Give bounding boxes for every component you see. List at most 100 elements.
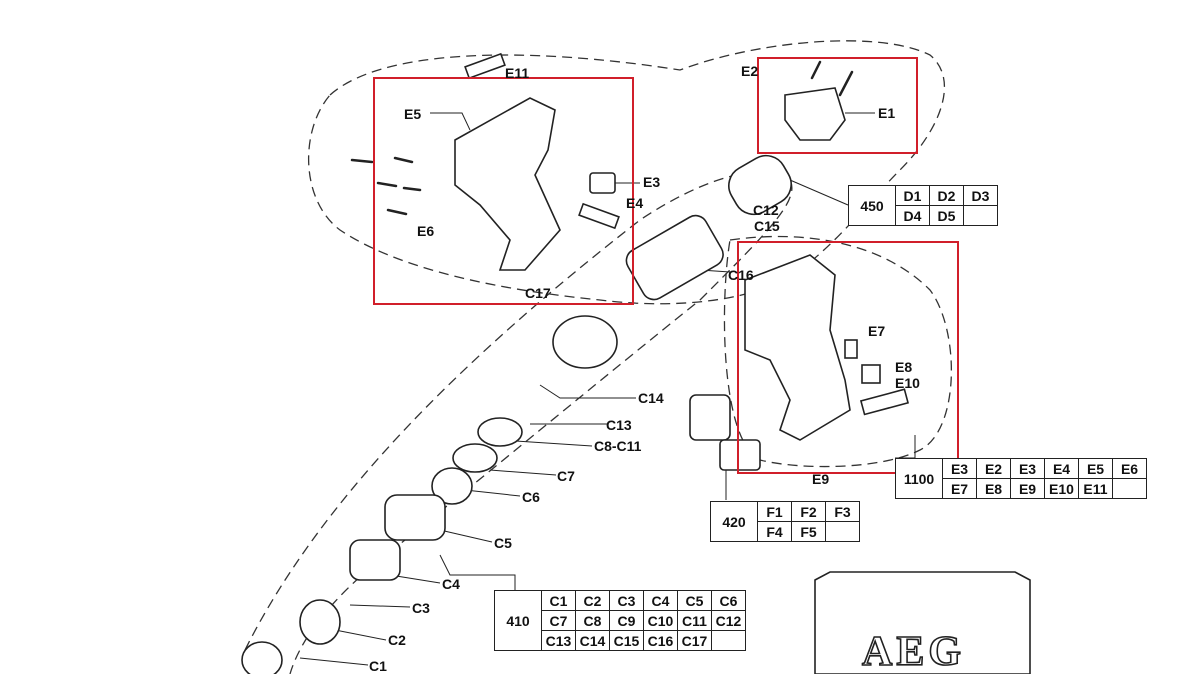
table-number: 420 <box>710 501 758 542</box>
table-cell: E2 <box>976 458 1011 479</box>
table-number: 410 <box>494 590 542 651</box>
screw-part <box>376 181 398 188</box>
motor-part <box>728 154 792 216</box>
label-c3: C3 <box>412 600 430 616</box>
table-cell: F5 <box>791 521 826 542</box>
gear-c5-part <box>349 539 401 581</box>
screw-part <box>838 70 854 97</box>
parts-table-1100: 1100 E3 E2 E3 E4 E5 E6 E7 E8 E9 E10 E11 <box>895 458 1147 499</box>
table-cell: D5 <box>929 205 964 226</box>
screw-part <box>402 186 422 192</box>
table-cell <box>825 521 860 542</box>
label-c16: C16 <box>728 267 754 283</box>
table-cell: C4 <box>643 590 678 611</box>
table-cell: E3 <box>1010 458 1045 479</box>
e3-switch-part <box>589 172 616 194</box>
highlight-box-right-housing <box>737 241 959 474</box>
table-cell: C15 <box>609 630 644 651</box>
table-cell: D4 <box>895 205 930 226</box>
screw-part <box>810 60 822 80</box>
parts-table-410: 410 C1 C2 C3 C4 C5 C6 C7 C8 C9 C10 C11 C… <box>494 590 746 651</box>
e8-button-part <box>861 364 881 384</box>
table-cell: C2 <box>575 590 610 611</box>
right-housing-outline <box>723 235 952 468</box>
screw-part <box>386 208 408 216</box>
table-cell: C7 <box>541 610 576 631</box>
screw-part <box>350 158 374 164</box>
table-number: 450 <box>848 185 896 226</box>
label-c12: C12 <box>753 202 779 218</box>
screw-part <box>393 156 414 164</box>
c5-leader <box>439 529 493 543</box>
label-c7: C7 <box>557 468 575 484</box>
label-e5: E5 <box>404 106 422 122</box>
table-cell <box>963 205 998 226</box>
table-cell: C17 <box>677 630 712 651</box>
table-cell: C3 <box>609 590 644 611</box>
table-cell: C14 <box>575 630 610 651</box>
table-cell: C12 <box>711 610 746 631</box>
armature-part <box>625 214 724 301</box>
label-c4: C4 <box>442 576 460 592</box>
highlight-box-left-housing <box>373 77 634 305</box>
table-cell: C8 <box>575 610 610 631</box>
table-cell: C10 <box>643 610 678 631</box>
c14-leader <box>539 384 636 399</box>
label-c1: C1 <box>369 658 387 674</box>
table-cell: D3 <box>963 185 998 206</box>
table-cell: E3 <box>942 458 977 479</box>
washer-c3-part <box>299 599 341 645</box>
label-e2: E2 <box>741 63 759 79</box>
table-cell: E9 <box>1010 478 1045 499</box>
table-cell: E7 <box>942 478 977 499</box>
label-e8: E8 <box>895 359 913 375</box>
e1-gear-cover-part <box>784 87 846 141</box>
gear-c6-part <box>384 494 446 541</box>
table-cell: F4 <box>757 521 792 542</box>
label-c2: C2 <box>388 632 406 648</box>
table-cell: E11 <box>1078 478 1113 499</box>
c3-leader <box>349 604 411 608</box>
label-c8-c11: C8-C11 <box>594 438 642 454</box>
table-cell: C9 <box>609 610 644 631</box>
label-e4: E4 <box>626 195 644 211</box>
trigger-assembly-part <box>689 394 731 441</box>
table-cell: C11 <box>677 610 712 631</box>
table-cell: C6 <box>711 590 746 611</box>
table-cell: E5 <box>1078 458 1113 479</box>
e5-leader <box>430 112 471 131</box>
c1-leader <box>299 657 369 666</box>
table-number: 1100 <box>895 458 943 499</box>
table-cell: C13 <box>541 630 576 651</box>
right-housing-part <box>744 254 851 441</box>
ring-c8-part <box>452 443 498 473</box>
table-cell <box>1112 478 1147 499</box>
parts-table-450: 450 D1 D2 D3 D4 D5 <box>848 185 998 226</box>
label-c14: C14 <box>638 390 664 406</box>
label-c6: C6 <box>522 489 540 505</box>
label-c13: C13 <box>606 417 632 433</box>
label-e3: E3 <box>643 174 661 190</box>
ring-c7-part <box>431 467 473 505</box>
label-c17: C17 <box>525 285 551 301</box>
parts-table-420: 420 F1 F2 F3 F4 F5 <box>710 501 860 542</box>
table-cell: E8 <box>976 478 1011 499</box>
e4-clip-part <box>578 202 620 230</box>
carry-case-part <box>814 571 1031 674</box>
table-cell: F1 <box>757 501 792 522</box>
label-e9: E9 <box>812 471 830 487</box>
e7-spring-part <box>844 339 858 359</box>
c7-leader <box>489 469 557 476</box>
label-e6: E6 <box>417 223 435 239</box>
e10-label-part <box>859 388 910 416</box>
label-e7: E7 <box>868 323 886 339</box>
table-cell: F2 <box>791 501 826 522</box>
table-cell: C1 <box>541 590 576 611</box>
table-cell: D2 <box>929 185 964 206</box>
ring-c13-part <box>477 417 523 447</box>
table-cell: D1 <box>895 185 930 206</box>
label-c5: C5 <box>494 535 512 551</box>
aeg-logo: AEG <box>861 628 966 676</box>
ring-gear-part <box>552 315 618 369</box>
